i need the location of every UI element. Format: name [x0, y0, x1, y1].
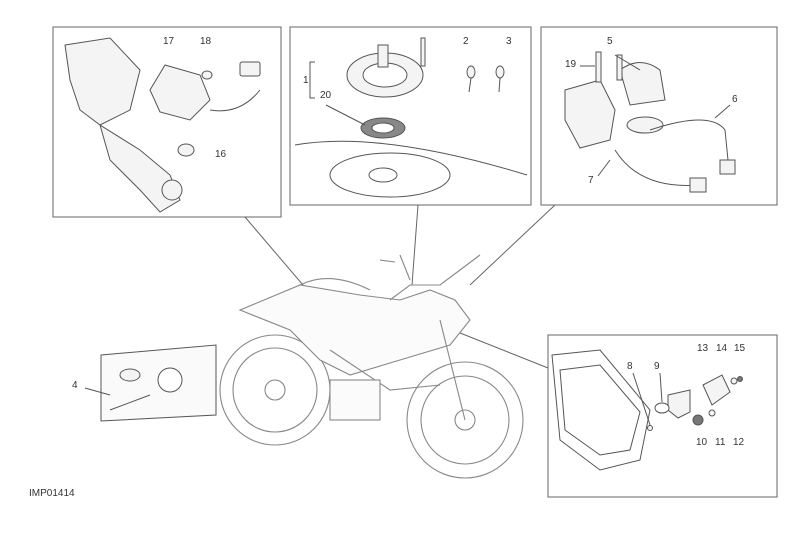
callout-6: 6: [732, 94, 738, 105]
callout-11: 11: [715, 437, 726, 448]
callout-17: 17: [163, 36, 175, 47]
callout-16: 16: [215, 149, 227, 160]
handlebar-inset: [84, 344, 217, 422]
detail-frame-fuel-cap: [289, 26, 532, 206]
callout-8: 8: [627, 361, 633, 372]
callout-4: 4: [72, 380, 78, 391]
diagram-code: IMP01414: [29, 488, 75, 499]
callout-1: 1: [303, 75, 309, 86]
callout-5: 5: [607, 36, 613, 47]
seat-lock-drawing: [64, 37, 261, 213]
callout-10: 10: [696, 437, 708, 448]
fuel-cap-drawing: [294, 37, 528, 198]
callout-18: 18: [200, 36, 212, 47]
callout-2: 2: [463, 36, 469, 47]
callout-12: 12: [733, 437, 745, 448]
callout-9: 9: [654, 361, 660, 372]
callout-14: 14: [716, 343, 728, 354]
motorcycle-drawing: [219, 254, 524, 479]
sensor-drawing: [551, 349, 743, 471]
callout-3: 3: [506, 36, 512, 47]
ignition-drawing: [564, 51, 736, 193]
callout-19: 19: [565, 59, 577, 70]
callout-20: 20: [320, 90, 332, 101]
callout-15: 15: [734, 343, 746, 354]
callout-13: 13: [697, 343, 709, 354]
callout-7: 7: [588, 175, 594, 186]
